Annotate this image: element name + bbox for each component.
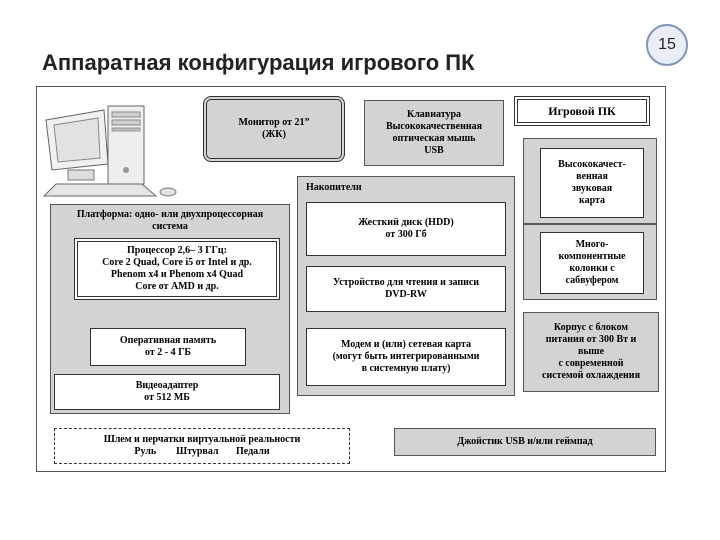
- vr-line: Руль Штурвал Педали: [134, 446, 270, 457]
- keyboard-box: Клавиатура Высококачественная оптическая…: [364, 100, 504, 166]
- cpu-box: Процессор 2,6– 3 ГГц: Core 2 Quad, Core …: [74, 238, 280, 300]
- video-box: Видеоадаптер от 512 МБ: [54, 374, 280, 410]
- computer-illustration: [42, 105, 177, 197]
- vr-line: Шлем и перчатки виртуальной реальности: [103, 433, 301, 445]
- monitor-box: Монитор от 21” (ЖК): [203, 96, 345, 162]
- cpu-line: Phenom x4 и Phenom x4 Quad: [110, 269, 244, 280]
- keyboard-line: USB: [424, 145, 444, 157]
- speakers-box: Много- компонентные колонки с сабвуфером: [540, 232, 644, 294]
- ram-line: от 2 - 4 ГБ: [144, 347, 192, 358]
- sound-card-box: Высококачест- венная звуковая карта: [540, 148, 644, 218]
- speakers-line: колонки с: [569, 263, 615, 274]
- case-line: питания от 300 Вт и: [545, 333, 637, 345]
- ram-box: Оперативная память от 2 - 4 ГБ: [90, 328, 246, 366]
- dvd-line: Устройство для чтения и записи: [332, 276, 480, 288]
- speakers-line: Много-: [575, 238, 609, 250]
- vr-box: Шлем и перчатки виртуальной реальности Р…: [54, 428, 350, 464]
- case-box: Корпус с блоком питания от 300 Вт и выше…: [523, 312, 659, 392]
- cpu-line: Core от AMD и др.: [135, 281, 219, 293]
- ram-line: Оперативная память: [119, 334, 217, 346]
- modem-line: в системную плату): [361, 363, 451, 375]
- dvd-box: Устройство для чтения и записи DVD-RW: [306, 266, 506, 312]
- hdd-line: от 300 Гб: [385, 229, 427, 240]
- joystick-box: Джойстик USB и/или геймпад: [394, 428, 656, 456]
- sound-card-line: Высококачест-: [558, 158, 626, 170]
- cpu-line: Процессор 2,6– 3 ГГц:: [127, 244, 227, 256]
- video-line: Видеоадаптер: [135, 379, 199, 391]
- case-line: выше: [577, 345, 605, 357]
- platform-title-line: система: [152, 221, 188, 232]
- dvd-line: DVD-RW: [385, 289, 427, 300]
- modem-line: (могут быть интегрированными: [332, 350, 480, 362]
- case-line: системой охлаждения: [542, 370, 640, 382]
- cpu-line: Core 2 Quad, Core i5 от Intel и др.: [102, 256, 252, 268]
- sound-card-line: венная: [576, 170, 608, 182]
- gaming-pc-label: Игровой ПК: [514, 96, 650, 126]
- speakers-line: сабвуфером: [565, 275, 619, 287]
- storage-title: Накопители: [306, 182, 362, 193]
- hdd-line: Жесткий диск (HDD): [358, 216, 454, 228]
- monitor-line: (ЖК): [262, 129, 286, 140]
- slide-number-badge: 15: [646, 24, 688, 66]
- keyboard-line: Высококачественная: [385, 120, 483, 132]
- keyboard-line: оптическая мышь: [392, 133, 476, 144]
- video-line: от 512 МБ: [144, 392, 190, 403]
- gaming-pc-text: Игровой ПК: [548, 103, 616, 118]
- case-line: с современной: [558, 358, 624, 370]
- sound-card-line: карта: [578, 195, 606, 207]
- slide-title: Аппаратная конфигурация игрового ПК: [42, 50, 475, 75]
- speakers-line: компонентные: [558, 250, 626, 262]
- sound-card-line: звуковая: [571, 183, 613, 194]
- platform-title: Платформа: одно- или двухпроцессорная си…: [50, 206, 290, 236]
- modem-line: Модем и (или) сетевая карта: [340, 338, 472, 350]
- joystick-text: Джойстик USB и/или геймпад: [457, 435, 593, 447]
- platform-title-line: Платформа: одно- или двухпроцессорная: [76, 208, 264, 220]
- case-line: Корпус с блоком: [553, 321, 629, 333]
- modem-box: Модем и (или) сетевая карта (могут быть …: [306, 328, 506, 386]
- keyboard-line: Клавиатура: [406, 108, 462, 120]
- monitor-line: Монитор от 21”: [238, 116, 310, 128]
- hdd-box: Жесткий диск (HDD) от 300 Гб: [306, 202, 506, 256]
